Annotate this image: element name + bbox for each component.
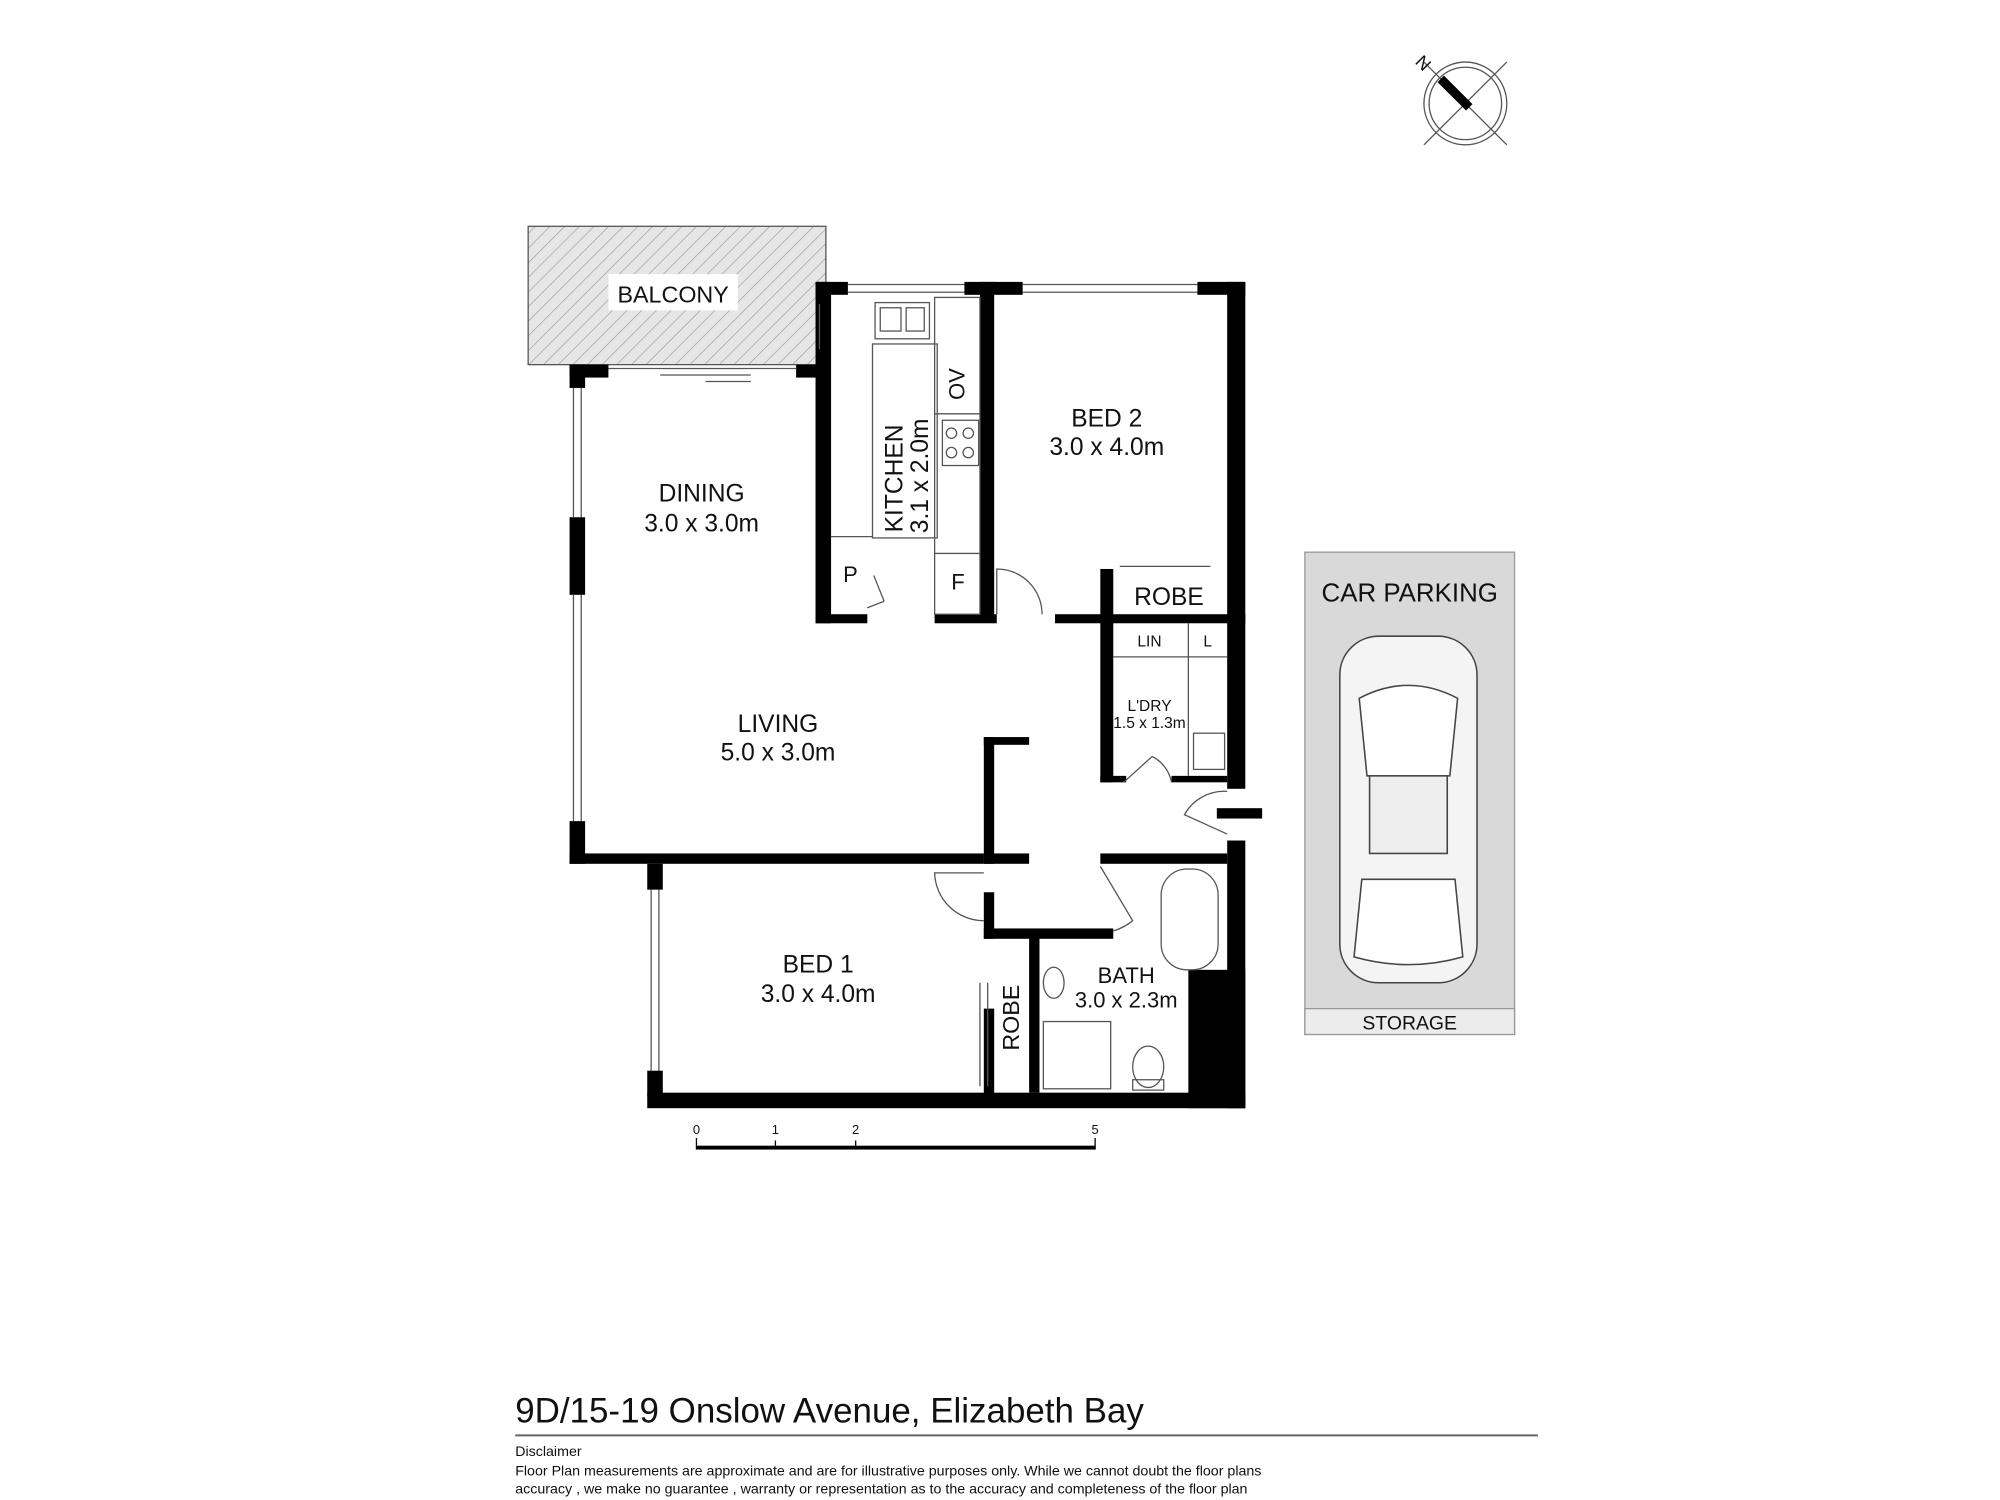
doors: [867, 565, 1228, 1087]
car-parking-label: CAR PARKING: [1322, 579, 1498, 607]
windows: [572, 283, 1198, 1071]
scale-tick-2: 2: [852, 1122, 859, 1137]
laundry-l-label: L: [1203, 634, 1212, 651]
kitchen-label: KITCHEN: [881, 425, 908, 533]
laundry-label: L'DRY: [1127, 698, 1172, 715]
bath-label: BATH: [1098, 963, 1155, 988]
pantry-label: P: [843, 562, 858, 587]
robe1-label: ROBE: [998, 985, 1024, 1051]
laundry-fixtures: [1113, 623, 1228, 776]
north-label: N: [1411, 51, 1434, 74]
bed2-size: 3.0 x 4.0m: [1049, 434, 1164, 461]
dining-size: 3.0 x 3.0m: [644, 510, 759, 537]
linen-label: LIN: [1137, 634, 1161, 651]
bath-fixtures: [1042, 868, 1219, 1091]
kitchen-fixtures: [831, 296, 981, 615]
dining-label: DINING: [659, 481, 745, 508]
robe2-label: ROBE: [1134, 584, 1204, 611]
oven-label: OV: [944, 368, 969, 400]
balcony-label: BALCONY: [618, 282, 729, 308]
disclaimer-line-1: Floor Plan measurements are approximate …: [515, 1463, 1261, 1479]
laundry-size: 1.5 x 1.3m: [1113, 715, 1185, 732]
bed1-label: BED 1: [783, 951, 854, 978]
disclaimer-heading: Disclaimer: [515, 1444, 582, 1460]
bed1-size: 3.0 x 4.0m: [761, 981, 876, 1008]
living-label: LIVING: [738, 711, 819, 738]
north-compass-icon: N: [1411, 51, 1508, 146]
scale-bar: 0 1 2 5: [693, 1122, 1099, 1150]
walls: [569, 281, 1263, 1109]
storage-label: STORAGE: [1362, 1012, 1457, 1034]
living-size: 5.0 x 3.0m: [721, 739, 836, 766]
property-address-title: 9D/15-19 Onslow Avenue, Elizabeth Bay: [515, 1391, 1144, 1430]
fridge-label: F: [951, 570, 964, 595]
scale-tick-0: 0: [693, 1122, 700, 1137]
bath-size: 3.0 x 2.3m: [1075, 987, 1178, 1012]
disclaimer-line-2: accuracy , we make no guarantee , warran…: [515, 1482, 1247, 1498]
bed2-label: BED 2: [1071, 406, 1142, 433]
kitchen-size: 3.1 x 2.0m: [907, 419, 934, 534]
room-labels: KITCHEN 3.1 x 2.0m BED 2 3.0 x 4.0m DINI…: [644, 406, 1212, 1051]
scale-tick-5: 5: [1092, 1122, 1099, 1137]
scale-tick-1: 1: [772, 1122, 779, 1137]
car-icon: [1339, 635, 1478, 984]
car-parking: CAR PARKING STORAGE: [1304, 551, 1516, 1036]
